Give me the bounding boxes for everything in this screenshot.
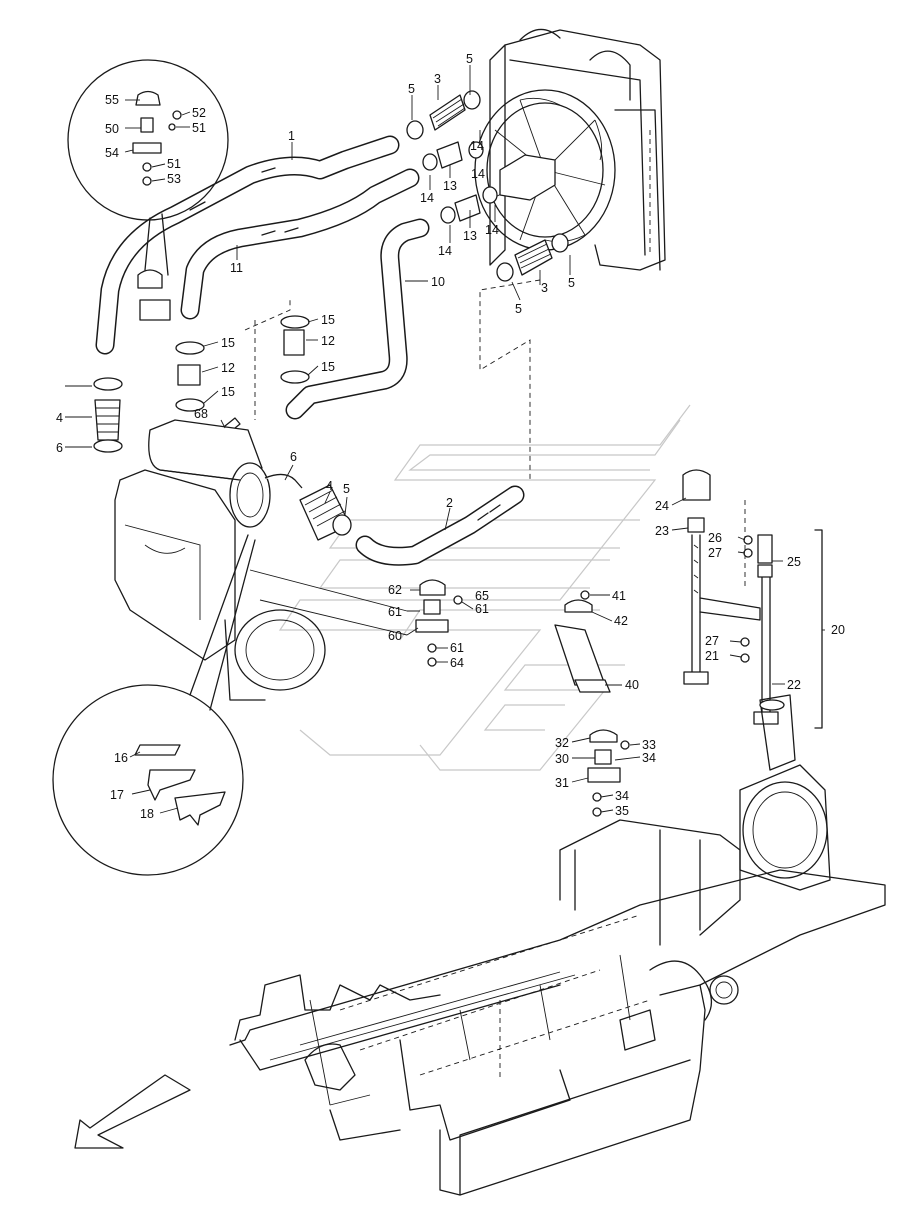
callout-26: 26 bbox=[708, 531, 722, 545]
callout-68: 68 bbox=[194, 407, 208, 421]
muffler-tank bbox=[114, 419, 352, 661]
machine-frame bbox=[229, 694, 886, 1196]
hose-2 bbox=[355, 485, 525, 566]
radiator-assembly bbox=[474, 28, 666, 271]
callout-6: 6 bbox=[56, 441, 63, 455]
stand-assembly-20 bbox=[682, 469, 823, 729]
hose-11 bbox=[180, 168, 420, 320]
callout-4: 4 bbox=[326, 479, 333, 493]
callout-13: 13 bbox=[463, 229, 477, 243]
callout-54: 54 bbox=[105, 146, 119, 160]
callout-5: 5 bbox=[408, 82, 415, 96]
callout-24: 24 bbox=[655, 499, 669, 513]
callout-62: 62 bbox=[388, 583, 402, 597]
callout-34: 34 bbox=[642, 751, 656, 765]
callout-1: 1 bbox=[288, 129, 295, 143]
callout-23: 23 bbox=[655, 524, 669, 538]
callout-17: 17 bbox=[110, 788, 124, 802]
callout-20: 20 bbox=[831, 623, 845, 637]
callout-6: 6 bbox=[290, 450, 297, 464]
callout-61: 61 bbox=[388, 605, 402, 619]
callout-53: 53 bbox=[167, 172, 181, 186]
fan-housing-left bbox=[224, 609, 326, 701]
callout-61: 61 bbox=[450, 641, 464, 655]
callout-61: 61 bbox=[475, 602, 489, 616]
bracket-40 bbox=[554, 590, 611, 693]
callout-42: 42 bbox=[614, 614, 628, 628]
callout-41: 41 bbox=[612, 589, 626, 603]
callout-21: 21 bbox=[705, 649, 719, 663]
callout-16: 16 bbox=[114, 751, 128, 765]
callout-18: 18 bbox=[140, 807, 154, 821]
callout-65: 65 bbox=[475, 589, 489, 603]
callout-30: 30 bbox=[555, 752, 569, 766]
bracket-30 bbox=[587, 729, 630, 817]
callout-27: 27 bbox=[705, 634, 719, 648]
callout-33: 33 bbox=[642, 738, 656, 752]
callout-2: 2 bbox=[446, 496, 453, 510]
callout-14: 14 bbox=[420, 191, 434, 205]
callout-52: 52 bbox=[192, 106, 206, 120]
guide-lines bbox=[244, 279, 746, 590]
callout-64: 64 bbox=[450, 656, 464, 670]
bracket-60 bbox=[415, 579, 463, 667]
parts-left-column bbox=[93, 315, 310, 453]
detail-circle-top bbox=[67, 59, 229, 321]
callout-55: 55 bbox=[105, 93, 119, 107]
callout-14: 14 bbox=[485, 223, 499, 237]
leader-lines bbox=[65, 65, 825, 814]
callout-15: 15 bbox=[221, 385, 235, 399]
callout-10: 10 bbox=[431, 275, 445, 289]
callout-34: 34 bbox=[615, 789, 629, 803]
callout-51: 51 bbox=[192, 121, 206, 135]
callout-12: 12 bbox=[221, 361, 235, 375]
callout-15: 15 bbox=[321, 313, 335, 327]
watermark-logo bbox=[278, 404, 691, 771]
callout-12: 12 bbox=[321, 334, 335, 348]
callout-labels: 1 2 3 3 4 4 5 5 5 5 5 6 6 10 11 12 12 13… bbox=[56, 52, 845, 821]
callout-14: 14 bbox=[471, 167, 485, 181]
hose-10 bbox=[285, 218, 430, 420]
callout-3: 3 bbox=[541, 281, 548, 295]
callout-40: 40 bbox=[625, 678, 639, 692]
callout-25: 25 bbox=[787, 555, 801, 569]
callout-22: 22 bbox=[787, 678, 801, 692]
callout-35: 35 bbox=[615, 804, 629, 818]
callout-60: 60 bbox=[388, 629, 402, 643]
callout-51: 51 bbox=[167, 157, 181, 171]
callout-3: 3 bbox=[434, 72, 441, 86]
callout-5: 5 bbox=[568, 276, 575, 290]
callout-13: 13 bbox=[443, 179, 457, 193]
callout-5: 5 bbox=[466, 52, 473, 66]
callout-5: 5 bbox=[343, 482, 350, 496]
callout-5: 5 bbox=[515, 302, 522, 316]
callout-14: 14 bbox=[438, 244, 452, 258]
callout-15: 15 bbox=[321, 360, 335, 374]
direction-arrow-icon bbox=[74, 1074, 191, 1149]
callout-14: 14 bbox=[470, 139, 484, 153]
callout-31: 31 bbox=[555, 776, 569, 790]
callout-27: 27 bbox=[708, 546, 722, 560]
hose-clamps-top bbox=[406, 90, 569, 282]
callout-50: 50 bbox=[105, 122, 119, 136]
callout-32: 32 bbox=[555, 736, 569, 750]
callout-4: 4 bbox=[56, 411, 63, 425]
callout-11: 11 bbox=[230, 261, 243, 275]
callout-15: 15 bbox=[221, 336, 235, 350]
detail-circle-bottom bbox=[52, 534, 256, 876]
